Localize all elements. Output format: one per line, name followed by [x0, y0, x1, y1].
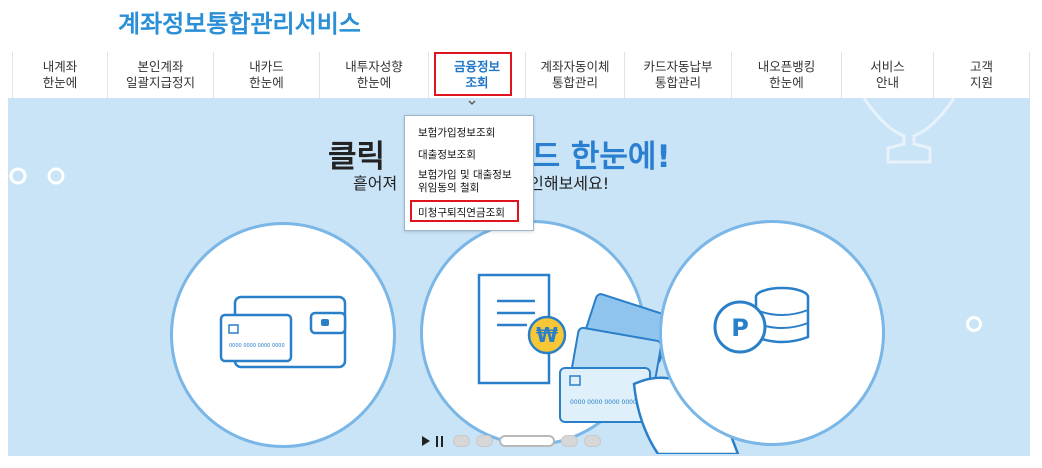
submenu-item-insurance-info[interactable]: 보험가입정보조회 — [418, 127, 496, 139]
nav-item-label: 고객 지원 — [969, 59, 993, 90]
submenu-item-loan-info[interactable]: 대출정보조회 — [418, 149, 476, 161]
nav-item-label: 계좌자동이체 통합관리 — [540, 59, 610, 90]
site-title[interactable]: 계좌정보통합관리서비스 — [118, 10, 361, 38]
nav-item-card-auto-pay[interactable]: 카드자동납부 통합관리 — [625, 52, 732, 98]
nav-item-support[interactable]: 고객 지원 — [934, 52, 1030, 98]
submenu-highlight — [410, 200, 519, 222]
submenu-item-unclaimed-pension[interactable]: 미청구퇴직연금조회 — [418, 207, 505, 219]
nav-item-label: 내카드 한눈에 — [249, 59, 284, 90]
nav-item-label: 서비스 안내 — [870, 59, 905, 90]
nav-item-my-accounts[interactable]: 내계좌 한눈에 — [13, 52, 108, 98]
financial-info-submenu: 보험가입정보조회 대출정보조회 보험가입 및 대출정보 위임동의 철회 미청구퇴… — [404, 115, 534, 231]
nav-item-financial-info[interactable]: 금융정보 조회 — [429, 52, 526, 98]
wallet-icon: 0000 0000 0000 0000 — [219, 295, 347, 369]
slide-dot-2[interactable] — [476, 435, 493, 447]
submenu-item-label: 보험가입 및 대출정보 — [418, 169, 512, 181]
hero-subtitle-left: 흩어져 — [353, 174, 398, 193]
nav-item-label: 금융정보 조회 — [453, 59, 500, 90]
point-coin-icon: P — [713, 286, 810, 354]
chevron-down-icon — [468, 100, 476, 105]
won-coin-icon: ₩ — [536, 323, 558, 347]
pause-icon[interactable] — [436, 435, 443, 447]
cards-in-hand-icon: 0000 0000 0000 0000 — [559, 293, 740, 454]
trophy-outline-icon — [862, 98, 956, 164]
slider-controls — [422, 433, 601, 449]
wallet-card-number: 0000 0000 0000 0000 — [229, 343, 285, 349]
nav-item-label: 내투자성향 한눈에 — [345, 59, 403, 90]
nav-item-auto-transfer[interactable]: 계좌자동이체 통합관리 — [526, 52, 625, 98]
decorative-circles-icon — [9, 167, 65, 185]
hero-title-left: 클릭 — [328, 139, 386, 175]
submenu-item-consent-withdrawal[interactable]: 보험가입 및 대출정보 위임동의 철회 — [418, 169, 512, 195]
hand-card-number: 0000 0000 0000 0000 — [570, 399, 637, 406]
point-circle: P — [659, 220, 885, 446]
active-nav-highlight — [434, 52, 512, 96]
point-symbol: P — [731, 314, 749, 342]
nav-item-my-cards[interactable]: 내카드 한눈에 — [214, 52, 320, 98]
nav-item-payment-stop[interactable]: 본인계좌 일괄지급정지 — [108, 52, 214, 98]
nav-item-service-guide[interactable]: 서비스 안내 — [842, 52, 934, 98]
nav-item-label: 카드자동납부 통합관리 — [643, 59, 713, 90]
nav-item-open-banking[interactable]: 내오픈뱅킹 한눈에 — [732, 52, 842, 98]
slide-dot-5[interactable] — [584, 435, 601, 447]
slide-dot-4[interactable] — [561, 435, 578, 447]
wallet-circle: 0000 0000 0000 0000 — [170, 222, 396, 448]
nav-item-label: 내계좌 한눈에 — [42, 59, 78, 90]
slide-dot-1[interactable] — [453, 435, 470, 447]
nav-item-investment[interactable]: 내투자성향 한눈에 — [320, 52, 429, 98]
nav-item-label: 내오픈뱅킹 한눈에 — [757, 59, 816, 90]
decorative-ring-icon — [966, 316, 982, 332]
submenu-item-label: 위임동의 철회 — [418, 182, 480, 194]
receipt-icon: ₩ — [477, 273, 567, 385]
nav-item-label: 본인계좌 일괄지급정지 — [125, 59, 195, 90]
slide-dot-3-active[interactable] — [499, 435, 555, 447]
main-nav: 내계좌 한눈에 본인계좌 일괄지급정지 내카드 한눈에 내투자성향 한눈에 금융… — [12, 52, 1030, 98]
play-icon[interactable] — [422, 436, 430, 446]
